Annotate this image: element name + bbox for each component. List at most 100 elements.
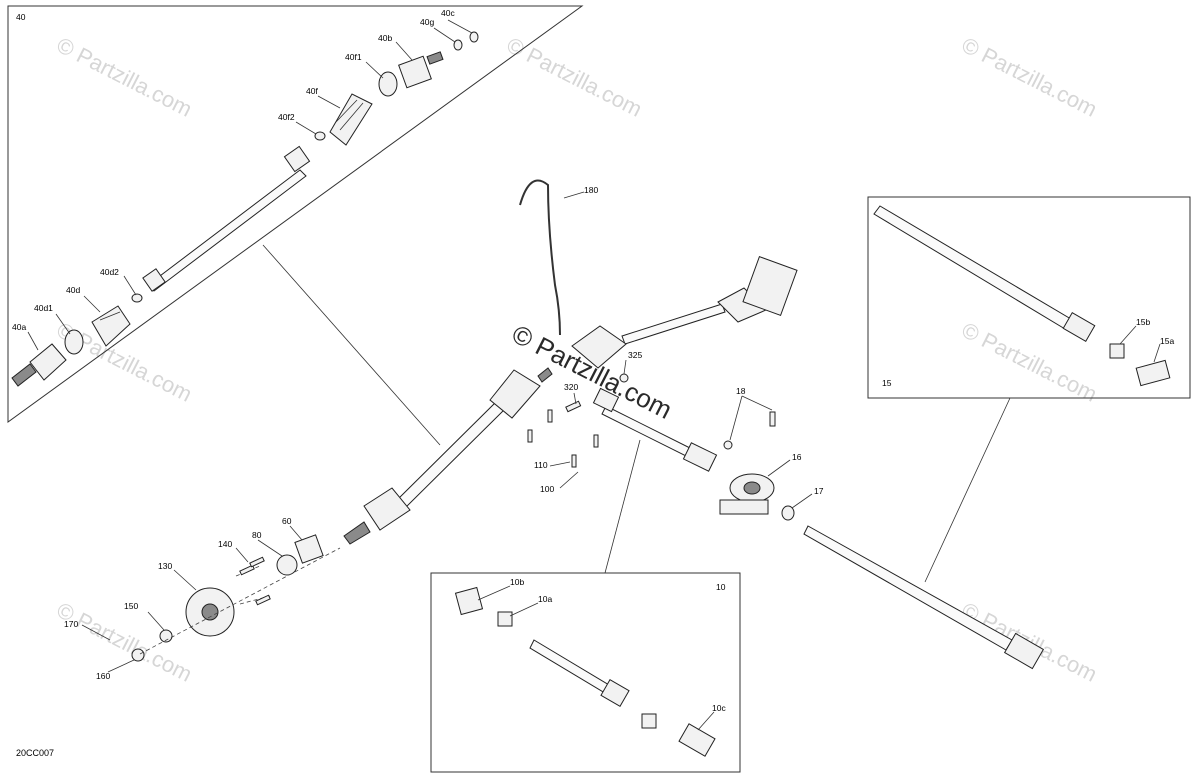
callout-40d1: 40d1 [34,303,53,313]
inset-frame-10 [430,572,741,773]
yoke-15 [1062,312,1096,342]
yoke-10c [678,723,716,757]
main-shaft [391,399,507,514]
diagram-code: 20CC007 [16,748,54,758]
ring-17 [781,505,795,521]
group-label-15: 15 [882,378,892,388]
ring-40c [469,31,479,43]
clamp-40f2 [314,131,326,141]
callout-160: 160 [96,671,110,681]
rear-boot-inner [571,325,627,369]
main-boot-lower [363,487,411,531]
cv-stub-40b [426,51,444,65]
nut-160 [131,648,145,662]
callout-150: 150 [124,601,138,611]
bearing-60 [294,534,324,564]
propshaft-front [592,387,718,472]
callout-labels: 40c 40g 40b 40f1 40f 40f2 40d2 40d 40d1 … [12,8,1174,713]
joint-40-lower [142,268,166,292]
callout-320: 320 [564,382,578,392]
boot-40f [329,93,373,146]
callout-60: 60 [282,516,292,526]
callout-17: 17 [814,486,824,496]
callout-325: 325 [628,350,642,360]
bolt-110-d [593,434,599,448]
rear-shaft [621,303,726,345]
shaft-40 [147,169,307,292]
main-stub-upper [537,367,553,383]
bearing-16-base [719,499,769,515]
callout-40f1: 40f1 [345,52,362,62]
callout-40f2: 40f2 [278,112,295,122]
boot-40d [91,305,131,347]
group-label-40: 40 [16,12,26,22]
callout-140: 140 [218,539,232,549]
clamp-40f1 [378,71,398,97]
callout-10a: 10a [538,594,552,604]
inset-connectors [262,244,1011,583]
inset-frame-15 [867,196,1191,399]
center-bearing [719,473,795,521]
bolt-110-a [527,429,533,443]
callout-40c: 40c [441,8,455,18]
cv-stub-40a [11,363,37,387]
callout-40b: 40b [378,33,392,43]
fasteners [239,373,776,606]
rear-hub-carrier [742,255,798,317]
yoke-10b [454,586,484,616]
group-label-10: 10 [716,582,726,592]
nut-325 [619,373,629,383]
cross-15b [1109,343,1125,359]
half-shaft-assembly-40 [11,31,479,387]
callout-16: 16 [792,452,802,462]
bolt-140-c [255,594,271,606]
propshaft-front-yoke [682,442,718,472]
yoke-15a [1135,359,1171,387]
washer-150 [159,629,173,643]
wire-180 [519,179,561,336]
cv-joint-40a [29,343,67,381]
inset-10-parts [454,586,716,757]
callout-40d2: 40d2 [100,267,119,277]
main-stub-lower [343,521,371,545]
callout-180: 180 [584,185,598,195]
watermark: © Partzilla.com [503,32,646,122]
callout-10b: 10b [510,577,524,587]
callout-130: 130 [158,561,172,571]
cross-10-lower [641,713,657,729]
watermark: © Partzilla.com [53,32,196,122]
bolt-320 [565,400,582,413]
bearing-16-bore [743,481,761,495]
callout-40f: 40f [306,86,318,96]
callout-15b: 15b [1136,317,1150,327]
clamp-40d2 [131,293,143,303]
bolt-110-b [547,409,553,423]
propshaft-rear [803,525,1045,670]
callout-15a: 15a [1160,336,1174,346]
callout-leaders [27,19,1161,731]
inset-frame-40 [7,5,584,423]
circlip-80 [276,554,298,576]
callout-18: 18 [736,386,746,396]
bolt-140-b [249,556,265,568]
main-half-shaft [343,367,553,545]
bolt-110-c [571,454,577,468]
inset-15-parts [873,205,1171,387]
callout-110: 110 [534,460,548,470]
callout-10c: 10c [712,703,726,713]
yoke-10-shaft-end [600,679,630,707]
cv-joint-40b [398,55,432,89]
watermark: © Partzilla.com [958,32,1101,122]
callout-100: 100 [540,484,554,494]
callout-80: 80 [252,530,262,540]
rear-half-shaft [571,255,798,369]
propshaft-rear-yoke [592,387,620,413]
propshaft-rear-end-yoke [1003,632,1045,670]
callout-40d: 40d [66,285,80,295]
clamp-40d1 [64,329,84,355]
main-boot-upper [489,369,541,419]
callout-170: 170 [64,619,78,629]
callout-40g: 40g [420,17,434,27]
wheel-hub-130-center [201,603,219,621]
